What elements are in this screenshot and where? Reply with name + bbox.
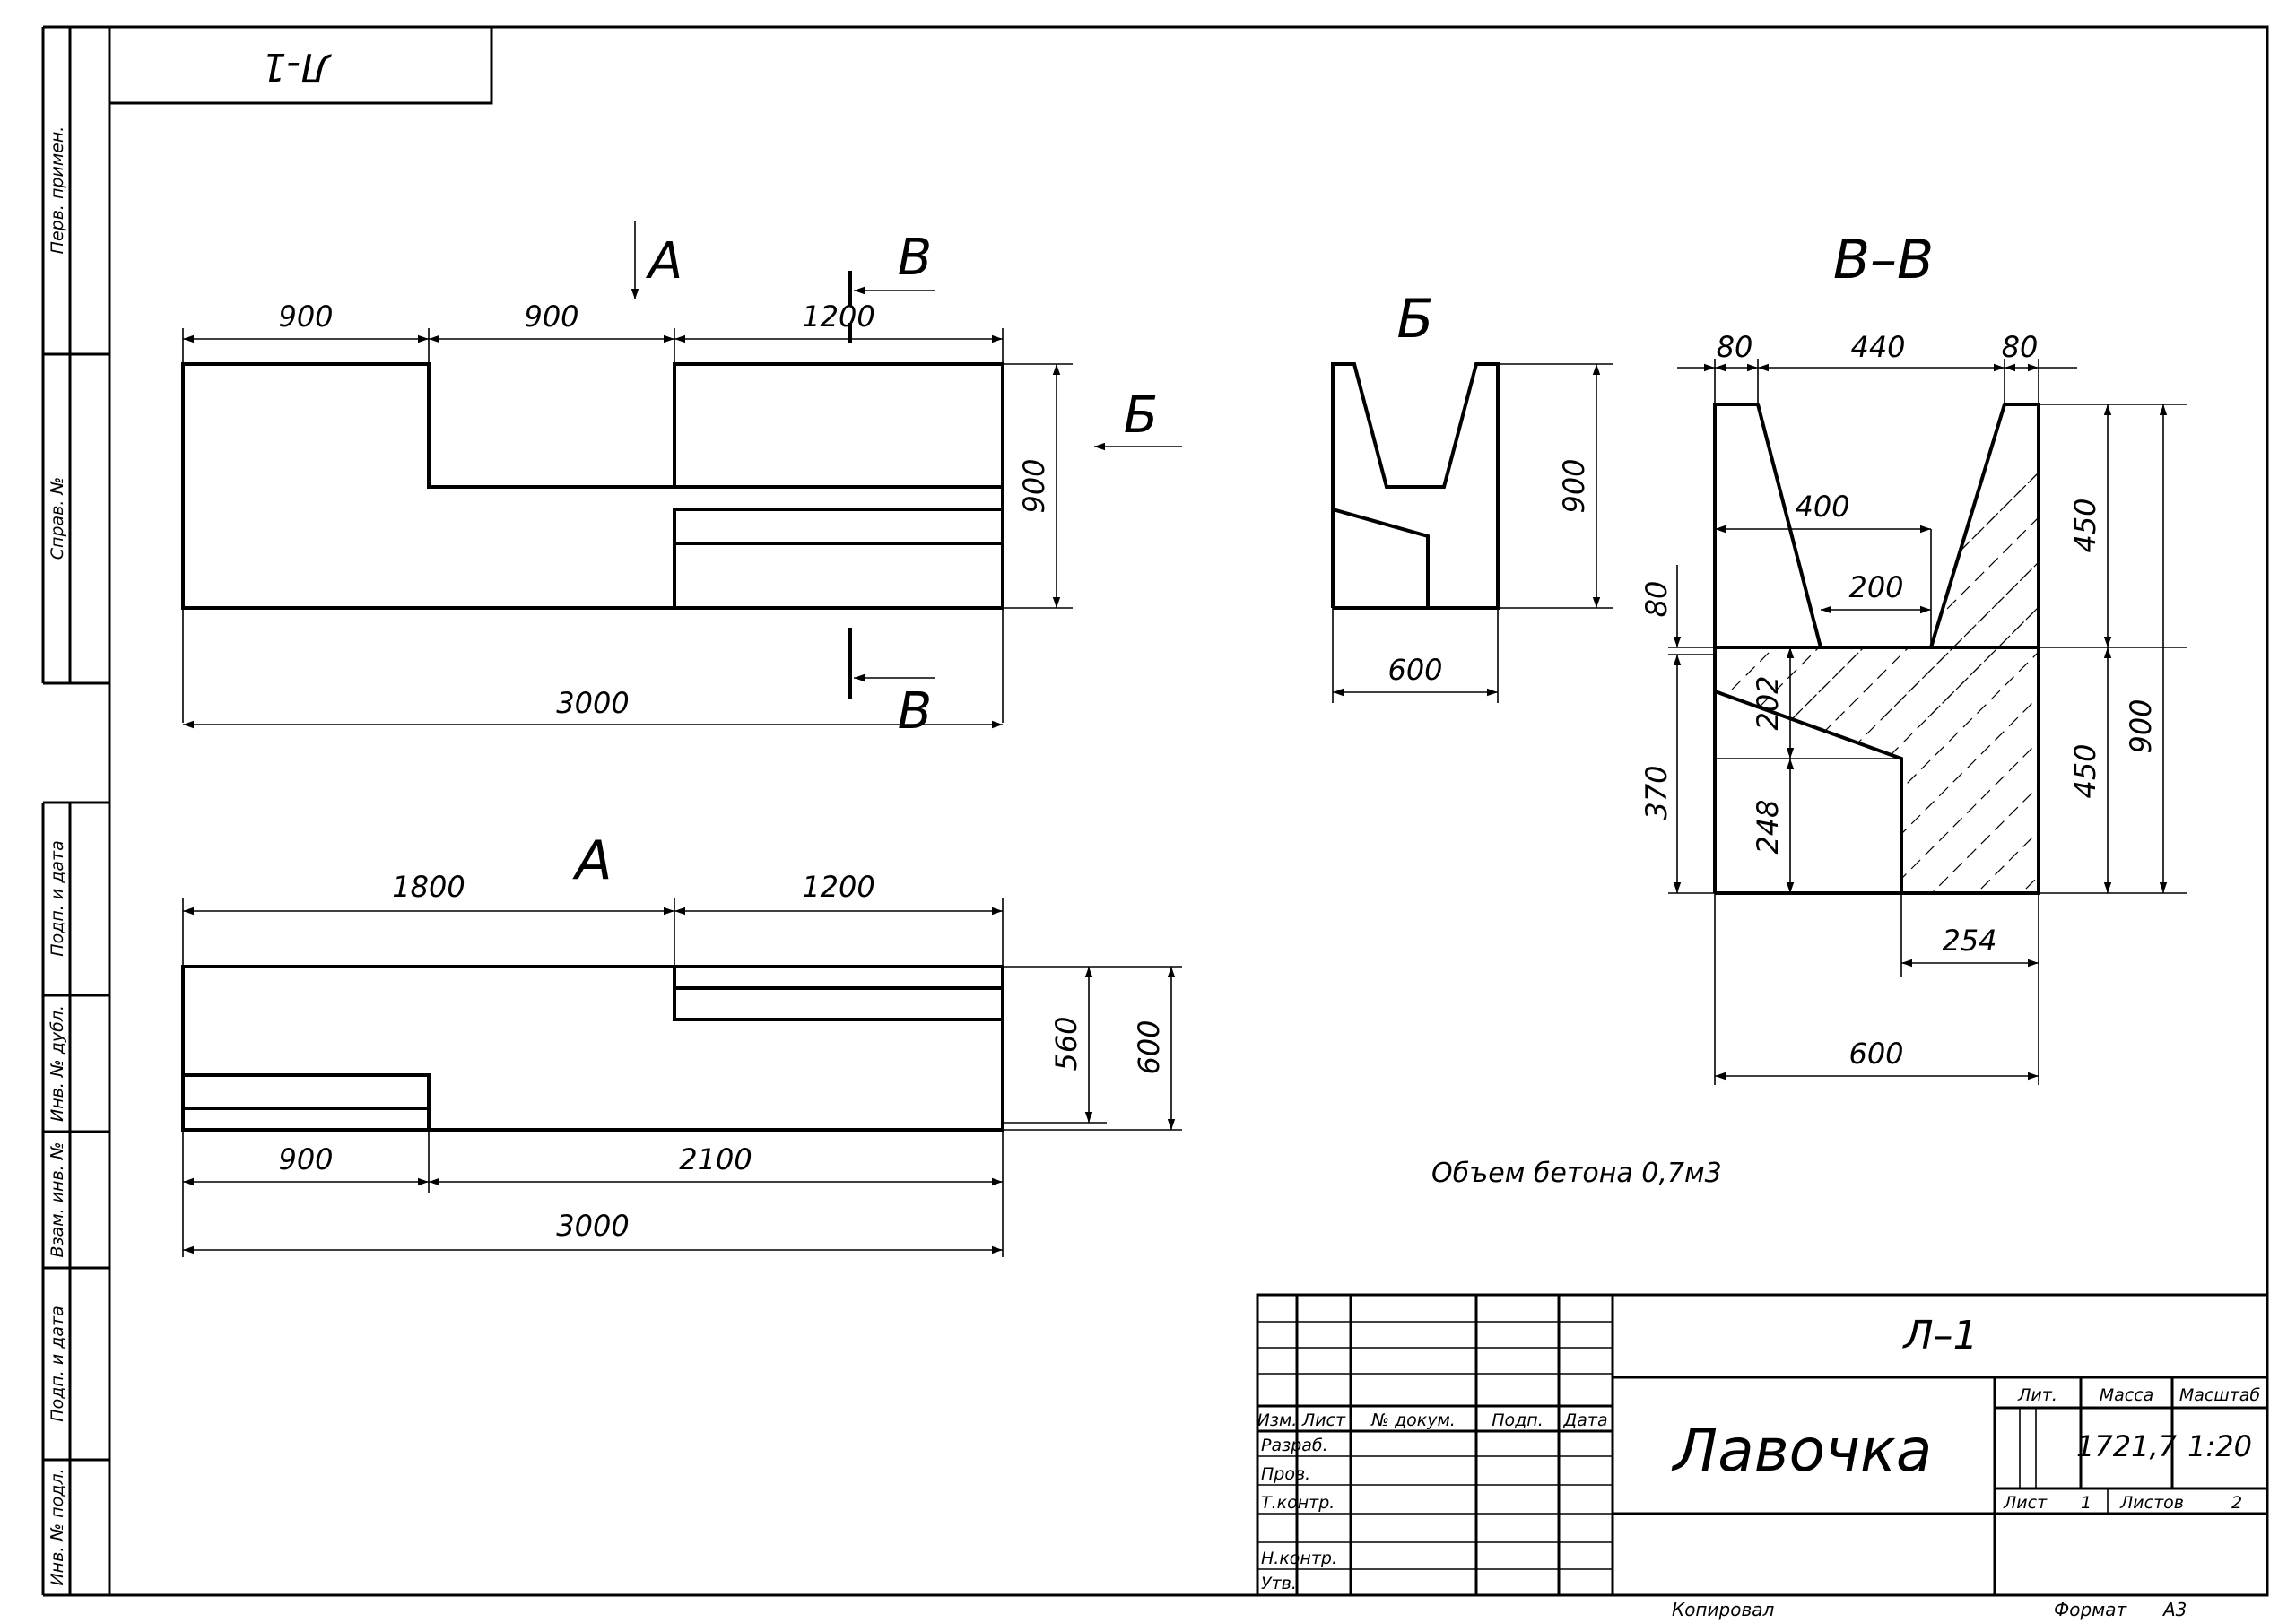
a-dim-560: 560 — [1049, 1016, 1083, 1071]
vv-dim-600: 600 — [1848, 1037, 1903, 1071]
section-vv: В–В — [1639, 229, 2187, 1085]
view-b-title: Б — [1396, 288, 1433, 351]
stamp-code: Л-1 — [262, 44, 333, 90]
podp-i-data-label-1: Подп. и дата — [48, 840, 67, 956]
lit-label: Лит. — [2017, 1385, 2057, 1405]
row-nkontr: Н.контр. — [1261, 1549, 1337, 1568]
a-dim-3000: 3000 — [556, 1209, 629, 1243]
masshtab-value: 1:20 — [2187, 1429, 2252, 1463]
inv-no-dubl-label: Инв. № дубл. — [48, 1005, 67, 1122]
kopiroval-label: Копировал — [1672, 1599, 1774, 1620]
vv-dim-370: 370 — [1639, 765, 1674, 820]
section-vv-title: В–В — [1833, 229, 1934, 291]
col-podp: Подп. — [1492, 1410, 1544, 1430]
sprav-no-label: Справ. № — [48, 477, 67, 560]
col-list: Лист — [1301, 1410, 1346, 1430]
inv-no-podl-label: Инв. № подл. — [48, 1468, 67, 1585]
a-dim-900: 900 — [278, 1142, 333, 1176]
stamp-box: Л-1 — [108, 25, 493, 105]
format-value: А3 — [2161, 1599, 2187, 1620]
vv-dim-80-left: 80 — [1717, 330, 1753, 364]
view-a-title: А — [571, 829, 612, 892]
vv-dim-254: 254 — [1942, 924, 1996, 958]
top-dim-900-a: 900 — [278, 299, 333, 334]
listov-label: Листов — [2119, 1493, 2184, 1513]
top-dim-height-900: 900 — [1017, 458, 1051, 513]
col-doc: № докум. — [1370, 1410, 1456, 1430]
vv-dim-400: 400 — [1795, 490, 1849, 524]
top-dim-900-b: 900 — [524, 299, 578, 334]
row-utv: Утв. — [1261, 1574, 1297, 1593]
sheet-frame — [41, 25, 2269, 1597]
concrete-volume-note: Объем бетона 0,7м3 — [1431, 1158, 1722, 1189]
b-dim-900: 900 — [1557, 458, 1591, 513]
section-mark-v-top: В — [898, 229, 932, 287]
vv-dim-80-side: 80 — [1639, 581, 1674, 618]
a-dim-600: 600 — [1132, 1020, 1166, 1074]
col-izm: Изм. — [1257, 1410, 1298, 1430]
top-dim-1200: 1200 — [802, 299, 874, 334]
vv-dim-450-bottom: 450 — [2068, 743, 2102, 798]
drawing-name: Лавочка — [1672, 1416, 1933, 1485]
vzam-inv-no-label: Взам. инв. № — [48, 1141, 67, 1257]
massa-value: 1721,7 — [2076, 1429, 2178, 1463]
vv-dim-202: 202 — [1751, 675, 1785, 730]
listov-value: 2 — [2231, 1493, 2242, 1513]
massa-label: Масса — [2100, 1385, 2154, 1405]
view-a: А 1800 1200 560 600 900 2100 3000 — [181, 829, 1182, 1257]
view-b: Б 900 600 — [1331, 288, 1613, 703]
masshtab-label: Масштаб — [2179, 1385, 2261, 1405]
list-label: Лист — [2003, 1493, 2048, 1513]
designation: Л–1 — [1901, 1313, 1978, 1358]
a-dim-2100: 2100 — [679, 1142, 752, 1176]
perv-primen-label: Перв. примен. — [48, 126, 67, 255]
row-prov: Пров. — [1261, 1464, 1310, 1484]
row-tkontr: Т.контр. — [1261, 1493, 1335, 1513]
section-hatching — [1715, 404, 2039, 893]
a-dim-1200: 1200 — [802, 870, 874, 904]
format-label: Формат — [2054, 1599, 2127, 1620]
section-mark-v-bottom: В — [898, 682, 932, 741]
b-dim-600: 600 — [1387, 653, 1442, 687]
vv-dim-450-top: 450 — [2068, 498, 2102, 552]
podp-i-data-label-2: Подп. и дата — [48, 1306, 67, 1421]
vv-dim-440: 440 — [1850, 330, 1905, 364]
view-mark-b: Б — [1124, 386, 1158, 445]
col-data: Дата — [1562, 1410, 1607, 1430]
list-value: 1 — [2081, 1493, 2092, 1513]
view-mark-a: А — [646, 232, 683, 291]
side-columns: Перв. примен. Справ. № Подп. и дата Инв.… — [48, 126, 67, 1586]
vv-dim-80-right: 80 — [2002, 330, 2039, 364]
title-block: Л–1 Лавочка Изм. Лист № докум. Подп. Дат… — [1256, 1293, 2269, 1597]
vv-dim-900: 900 — [2124, 699, 2158, 753]
row-razrab: Разраб. — [1261, 1436, 1328, 1455]
vv-dim-200: 200 — [1848, 570, 1903, 604]
top-view: 900 900 1200 900 3000 А Б В В — [181, 221, 1182, 741]
a-dim-1800: 1800 — [392, 870, 465, 904]
vv-dim-248: 248 — [1751, 799, 1785, 854]
top-dim-3000: 3000 — [556, 686, 629, 720]
